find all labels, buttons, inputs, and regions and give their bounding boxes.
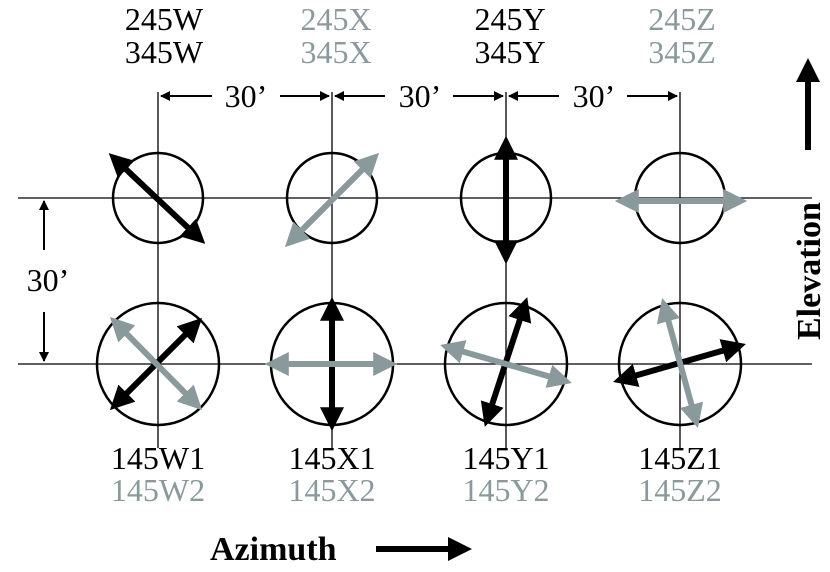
bottom-row-arrows bbox=[109, 296, 746, 432]
polarization-arrow-top-w bbox=[108, 153, 206, 244]
dim-label-1: 30’ bbox=[225, 78, 268, 114]
bottom-label-y-1: 145Y1 bbox=[462, 440, 549, 476]
bottom-label-x-2: 145X2 bbox=[288, 472, 375, 508]
bottom-label-x-1: 145X1 bbox=[288, 440, 375, 476]
polarization-arrow-bottom-z-2 bbox=[656, 298, 704, 428]
bottom-label-z-2: 145Z2 bbox=[638, 472, 722, 508]
vdim-label: 30’ bbox=[27, 262, 70, 298]
top-labels: 245W 345W 245X 345X 245Y 345Y 245Z 345Z bbox=[125, 1, 716, 70]
elevation-axis: Elevation bbox=[791, 58, 828, 340]
grid-lines bbox=[18, 92, 812, 448]
bottom-labels: 145W1 145W2 145X1 145X2 145Y1 145Y2 145Z… bbox=[111, 440, 722, 508]
polarization-arrow-top-x bbox=[284, 152, 380, 248]
top-label-z-2: 345Z bbox=[648, 34, 716, 70]
top-label-z-1: 245Z bbox=[648, 1, 716, 37]
azimuth-label: Azimuth bbox=[210, 531, 337, 568]
top-label-y-2: 345Y bbox=[474, 34, 545, 70]
elevation-arrowhead-icon bbox=[796, 58, 820, 82]
top-label-x-2: 345X bbox=[300, 34, 371, 70]
elevation-label: Elevation bbox=[791, 202, 828, 340]
polarization-arrow-bottom-w-2 bbox=[109, 316, 203, 411]
bottom-label-w-1: 145W1 bbox=[111, 440, 205, 476]
bottom-label-z-1: 145Z1 bbox=[638, 440, 722, 476]
bottom-label-w-2: 145W2 bbox=[111, 472, 205, 508]
circle-bottom-w bbox=[95, 301, 221, 427]
top-label-w-2: 345W bbox=[125, 34, 204, 70]
top-row-arrows bbox=[108, 135, 748, 265]
top-label-y-1: 245Y bbox=[474, 1, 545, 37]
top-label-x-1: 245X bbox=[300, 1, 371, 37]
top-label-w-1: 245W bbox=[125, 1, 204, 37]
dim-label-2: 30’ bbox=[399, 78, 442, 114]
dim-label-3: 30’ bbox=[573, 78, 616, 114]
azimuth-axis: Azimuth bbox=[210, 531, 472, 568]
polarization-arrow-bottom-y-2 bbox=[440, 340, 572, 388]
azimuth-arrowhead-icon bbox=[448, 537, 472, 561]
bottom-label-y-2: 145Y2 bbox=[462, 472, 549, 508]
